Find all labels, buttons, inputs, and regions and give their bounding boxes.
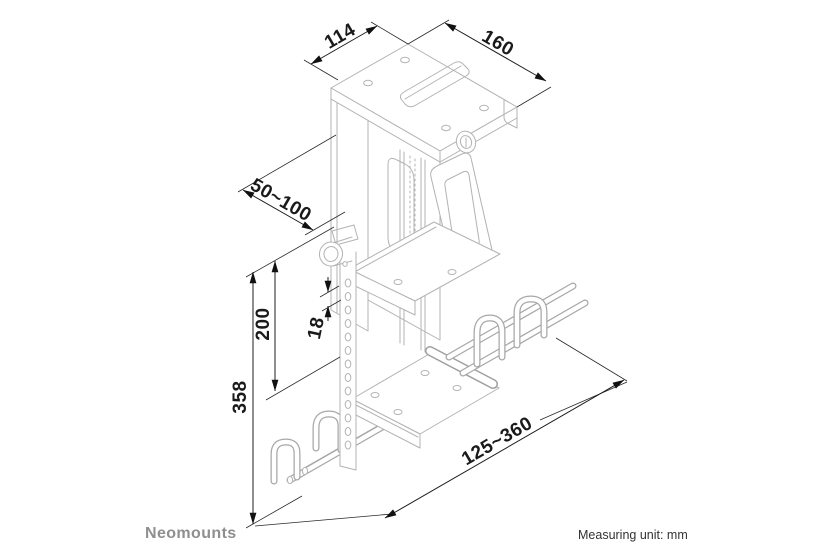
dimension-clamp-range: 50~100 bbox=[237, 134, 346, 236]
measuring-unit-note: Measuring unit: mm bbox=[578, 528, 688, 542]
dimension-label-125-360: 125~360 bbox=[458, 413, 536, 470]
clamp-knob bbox=[318, 224, 359, 267]
dimension-label-200: 200 bbox=[253, 307, 274, 340]
lock-cylinder bbox=[455, 130, 477, 154]
dimension-arm-height: 200 bbox=[245, 226, 341, 401]
dimension-label-18: 18 bbox=[304, 315, 329, 341]
dimension-total-height: 358 bbox=[230, 271, 303, 529]
dimension-label-358: 358 bbox=[230, 380, 251, 413]
height-adjust-rail bbox=[339, 251, 357, 471]
dimension-label-160: 160 bbox=[478, 26, 517, 61]
right-clamp-hooks bbox=[425, 282, 589, 389]
upper-support-arm bbox=[348, 221, 501, 316]
dimension-label-50-100: 50~100 bbox=[247, 175, 315, 227]
dimension-hole-pitch: 18 bbox=[304, 277, 342, 341]
dimension-label-114: 114 bbox=[321, 19, 359, 53]
brand-logo-text: Neomounts bbox=[145, 525, 237, 542]
